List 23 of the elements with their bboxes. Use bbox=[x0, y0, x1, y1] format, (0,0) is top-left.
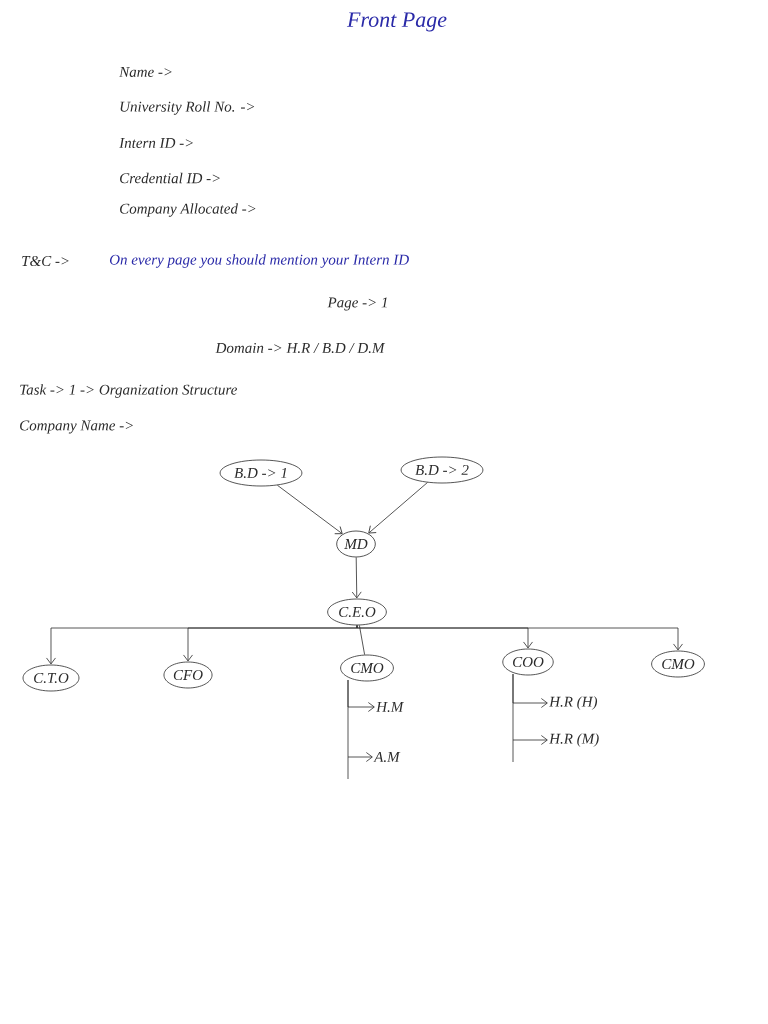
note-text: Task -> 1 -> Organization Structure bbox=[20, 384, 238, 398]
note-text: Name -> bbox=[119, 67, 172, 77]
arrow bbox=[183, 625, 358, 662]
arrow bbox=[351, 557, 362, 599]
note-text: Company Name -> bbox=[20, 420, 133, 434]
arrow bbox=[277, 484, 343, 535]
title: Front Page bbox=[346, 12, 447, 32]
note-text: Company Allocated -> bbox=[120, 203, 256, 217]
note-text: T&C -> bbox=[22, 255, 69, 267]
note-text: University Roll No. -> bbox=[120, 101, 255, 115]
note-text: On every page you should mention your Intern ID bbox=[109, 254, 409, 268]
sub-role-text: H.R (H) bbox=[549, 696, 598, 710]
sub-role-text: H.M bbox=[376, 702, 404, 713]
sub-role-text: A.M bbox=[373, 751, 401, 763]
arrow bbox=[356, 625, 683, 651]
arrow bbox=[347, 679, 373, 780]
arrow bbox=[512, 673, 548, 763]
sub-role-text: H.R (M) bbox=[549, 733, 599, 747]
note-text: Domain -> H.R / B.D / D.M bbox=[215, 342, 386, 354]
note-text: Page -> 1 bbox=[327, 297, 387, 311]
note-text: Credential ID -> bbox=[120, 172, 220, 184]
note-text: Intern ID -> bbox=[119, 138, 193, 148]
arrow bbox=[368, 482, 428, 534]
